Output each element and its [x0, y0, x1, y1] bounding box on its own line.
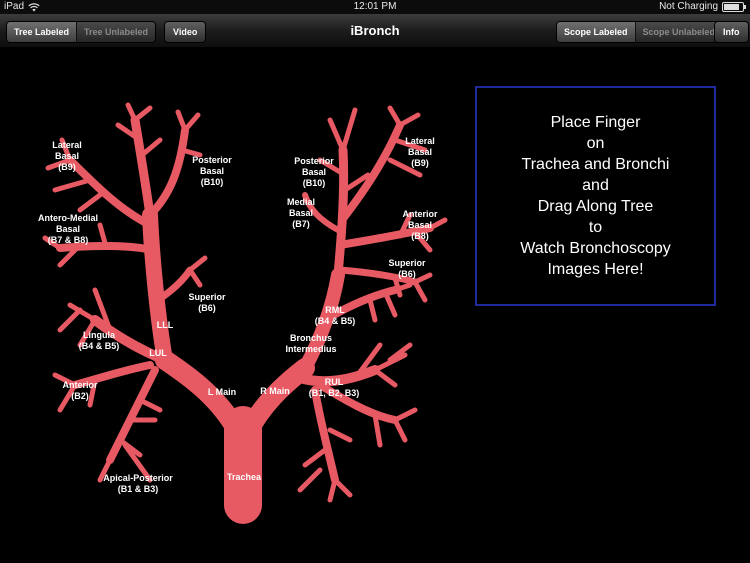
- label-lingula: Lingula(B4 & B5): [79, 330, 120, 351]
- instruction-line: to: [588, 219, 603, 236]
- instruction-line: Place Finger: [550, 114, 641, 131]
- label-superior-right: Superior(B6): [388, 258, 426, 279]
- instruction-line: Trachea and Bronchi: [521, 156, 670, 173]
- instruction-line: on: [586, 135, 605, 152]
- left-lower-lobe-airway: [142, 207, 173, 368]
- tree-labeled-button[interactable]: Tree Labeled: [7, 22, 77, 42]
- charging-status: Not Charging: [659, 1, 718, 12]
- wifi-icon: [28, 2, 40, 11]
- clock: 12:01 PM: [353, 1, 397, 12]
- label-rul: RUL(B1, B2, B3): [309, 377, 360, 398]
- label-anterior-left: Anterior(B2): [62, 380, 98, 401]
- info-button[interactable]: Info: [714, 21, 749, 43]
- label-lll: LLL: [157, 320, 174, 330]
- right-upper-lobe-airway: [295, 365, 380, 387]
- video-button[interactable]: Video: [164, 21, 207, 43]
- tree-unlabeled-button[interactable]: Tree Unlabeled: [76, 22, 156, 42]
- scope-unlabeled-button[interactable]: Scope Unlabeled: [634, 22, 723, 42]
- label-apical-posterior: Apical-Posterior(B1 & B3): [103, 473, 173, 494]
- scope-labeled-button[interactable]: Scope Labeled: [557, 22, 635, 42]
- app-title: iBronch: [350, 23, 400, 38]
- bronchoscopy-image-panel: Place Finger on Trachea and Bronchi and …: [475, 86, 716, 306]
- navigation-bar: Tree Labeled Tree Unlabeled Video iBronc…: [0, 14, 750, 48]
- label-r-main: R Main: [260, 386, 290, 396]
- airway-branches[interactable]: [42, 102, 448, 524]
- instruction-line: and: [582, 177, 609, 194]
- label-l-main: L Main: [208, 387, 236, 397]
- device-name: iPad: [4, 1, 25, 12]
- status-bar: iPad 12:01 PM Not Charging: [0, 0, 750, 14]
- label-lul: LUL: [149, 348, 167, 358]
- tree-label-segmented-control: Tree Labeled Tree Unlabeled: [6, 21, 157, 43]
- left-upper-lobe-airway: [90, 315, 170, 365]
- label-superior-left: Superior(B6): [188, 292, 226, 313]
- right-main-airway: [238, 358, 315, 442]
- left-main-airway: [155, 350, 248, 442]
- instruction-line: Watch Bronchoscopy: [520, 240, 671, 257]
- bronchus-intermedius-airway: [298, 268, 345, 375]
- scope-label-segmented-control: Scope Labeled Scope Unlabeled: [556, 21, 724, 43]
- right-middle-lobe-airway: [321, 286, 399, 324]
- label-rml: RML(B4 & B5): [315, 305, 356, 326]
- instruction-line: Images Here!: [547, 261, 644, 278]
- label-trachea: Trachea: [227, 472, 262, 482]
- instruction-line: Drag Along Tree: [537, 198, 654, 215]
- battery-icon: [722, 2, 746, 12]
